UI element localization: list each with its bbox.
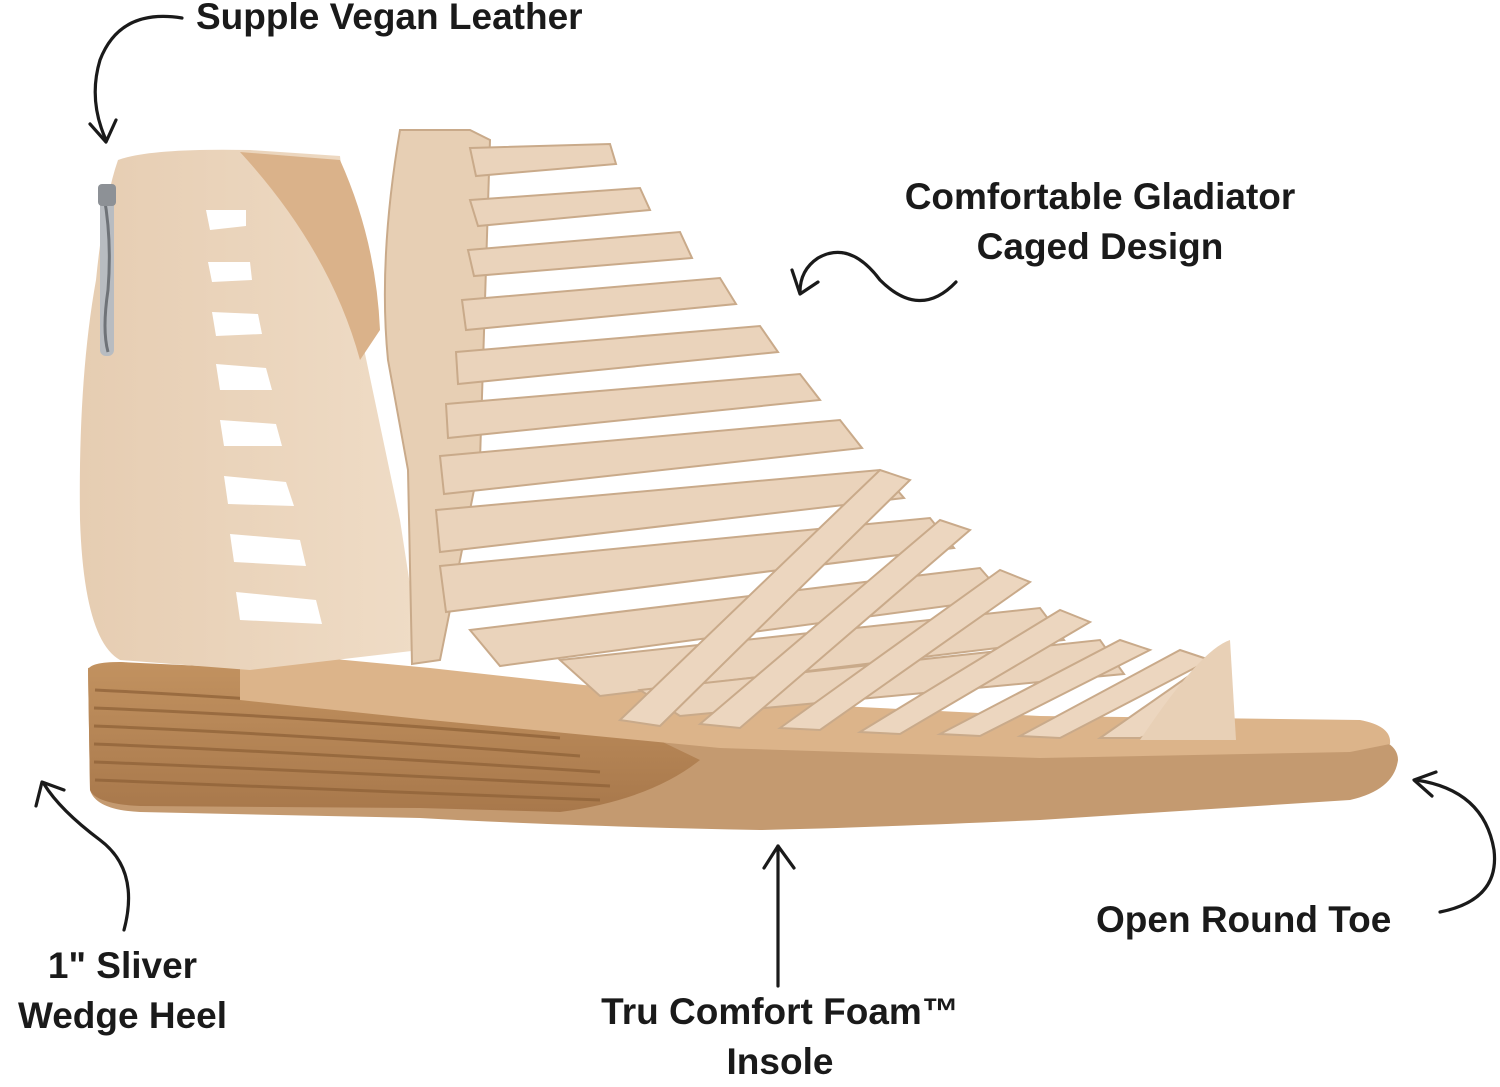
callout-line: Caged Design	[976, 226, 1224, 267]
callout-open-round-toe: Open Round Toe	[1096, 895, 1391, 945]
callout-line: Tru Comfort Foam™	[601, 991, 959, 1032]
back-zipper	[98, 184, 116, 356]
callout-line: Open Round Toe	[1096, 899, 1392, 940]
callout-tru-comfort-foam-insole: Tru Comfort Foam™ Insole	[560, 987, 1000, 1087]
callout-line: 1" Sliver	[47, 945, 198, 986]
heel-counter	[79, 149, 421, 670]
inner-lining	[240, 152, 380, 360]
callout-supple-vegan-leather: Supple Vegan Leather	[196, 0, 583, 42]
arrow-open-round-toe	[1412, 770, 1497, 914]
arrow-tru-comfort-foam	[762, 844, 796, 988]
arrow-supple-vegan-leather	[88, 14, 184, 144]
heel-counter-slots	[206, 210, 322, 624]
callout-line: Wedge Heel	[17, 995, 228, 1036]
callout-line: Insole	[726, 1041, 834, 1082]
insole	[240, 650, 1391, 758]
arrow-gladiator-design	[790, 250, 958, 303]
toe-straps	[617, 468, 1234, 740]
arrow-wedge-heel	[34, 780, 131, 932]
callout-wedge-heel: 1" Sliver Wedge Heel	[0, 941, 245, 1041]
callout-line: Comfortable Gladiator	[904, 176, 1296, 217]
callout-line: Supple Vegan Leather	[196, 0, 583, 37]
toe-front	[1140, 640, 1236, 740]
callout-gladiator-caged-design: Comfortable Gladiator Caged Design	[860, 172, 1340, 272]
